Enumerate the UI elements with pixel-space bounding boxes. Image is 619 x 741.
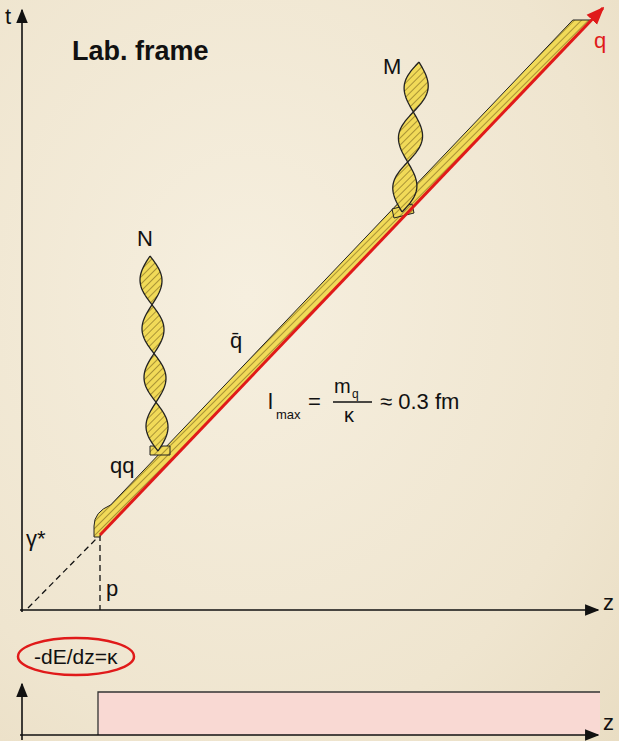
- antiquark-label: q̄: [230, 330, 242, 352]
- meson-helix: [393, 62, 428, 212]
- helix-strand: [142, 256, 166, 451]
- frame-title: Lab. frame: [72, 38, 209, 65]
- formula-text: -dE/dz=κ: [34, 646, 118, 667]
- helix-strand: [393, 62, 423, 212]
- ellipse-outline: [18, 638, 134, 675]
- axis-label: z: [603, 712, 614, 734]
- meson-label: M: [383, 56, 401, 78]
- formula-symbol: m: [334, 376, 351, 396]
- proton-line: [99, 535, 100, 610]
- nucleon-helix: [140, 256, 168, 451]
- formula-symbol: κ: [344, 405, 354, 425]
- quark-line: [100, 8, 603, 535]
- z-axis: [20, 609, 598, 611]
- quark-label: q: [594, 30, 606, 52]
- formula-subscript: max: [276, 408, 301, 421]
- axis-label: t: [5, 6, 11, 28]
- helix-strand: [140, 256, 168, 451]
- energy-loss-region: [98, 692, 600, 735]
- t-axis: [21, 10, 23, 612]
- loss-axis: [21, 684, 23, 740]
- proton-label: p: [106, 578, 118, 600]
- circled-formula: -dE/dz=κ: [16, 636, 136, 677]
- formula-symbol: =: [308, 391, 321, 413]
- nucleon-label: N: [137, 228, 153, 250]
- formula-value: ≈ 0.3 fm: [380, 391, 459, 413]
- formula-symbol: l: [268, 391, 273, 413]
- formula-subscript: q: [352, 388, 359, 400]
- helix-fill: [140, 256, 168, 451]
- photon-label: γ*: [26, 528, 46, 550]
- axis-label: z: [603, 592, 614, 614]
- energy-loss-step: [98, 692, 600, 735]
- helix-fill: [393, 62, 428, 212]
- diquark-label: qq: [110, 455, 134, 477]
- z-axis-lower: [20, 734, 598, 736]
- helix-strand: [398, 62, 428, 212]
- fraction-bar: [333, 401, 372, 402]
